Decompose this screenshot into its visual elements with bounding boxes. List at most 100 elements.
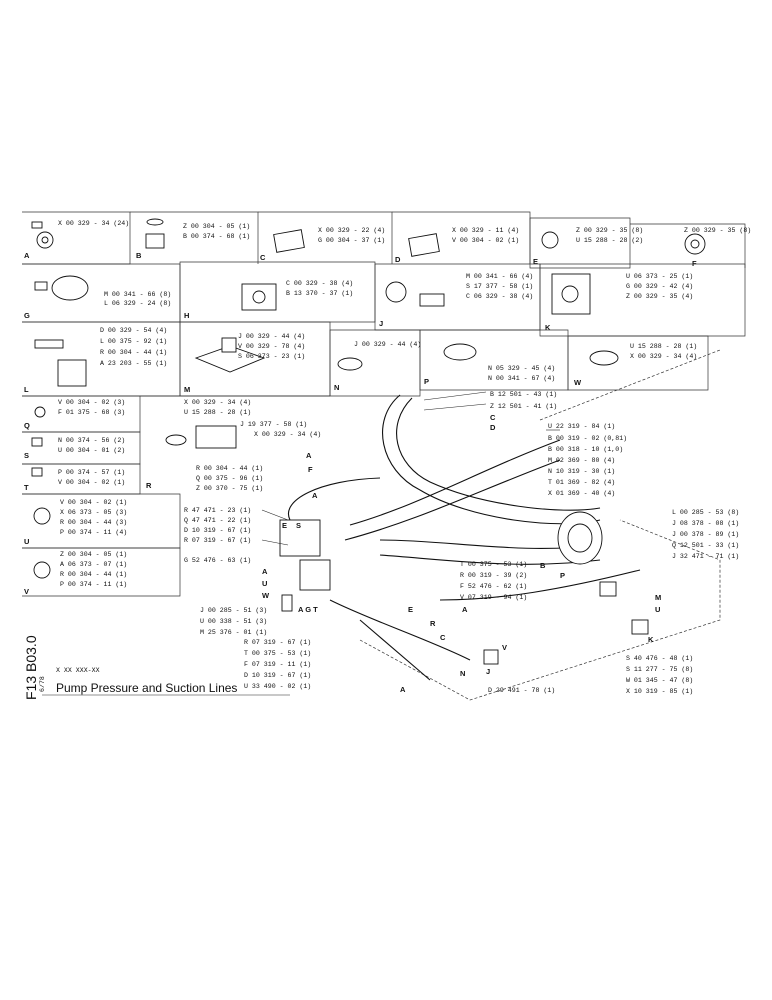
part-label: H (184, 311, 189, 320)
part-label: V 07 319 - 94 (1) (460, 594, 527, 601)
part-label: X 00 329 - 34 (4) (630, 353, 697, 360)
inset-M: J 00 329 - 44 (4) V 00 329 - 78 (4) S 06… (179, 321, 331, 397)
part-label: S 40 476 - 48 (1) (626, 655, 693, 662)
bottom-right-callouts: S 40 476 - 48 (1) S 11 277 - 75 (8) W 01… (626, 655, 693, 695)
part-label: R 07 319 - 67 (1) (184, 537, 251, 544)
part-label: M 02 369 - 80 (4) (548, 457, 615, 464)
inset-R: X 00 329 - 34 (4) U 15 288 - 28 (1) J 19… (140, 395, 330, 492)
part-label: M 00 341 - 66 (8) (104, 291, 171, 298)
part-label: X 00 329 - 34 (4) (184, 399, 251, 406)
part-label: F 07 319 - 11 (1) (244, 661, 311, 668)
title-block: Pump Pressure and Suction Lines F13 B03.… (23, 635, 290, 700)
lower-mid-callouts: R 07 319 - 67 (1) T 00 375 - 53 (1) F 07… (244, 639, 555, 694)
part-label: U 15 288 - 28 (1) (184, 409, 251, 416)
part-label: X 10 319 - 85 (1) (626, 688, 693, 695)
inset-H: C 00 329 - 38 (4) B 13 370 - 37 (1) H (179, 261, 376, 323)
part-label: V 00 304 - 02 (1) (60, 499, 127, 506)
left-callouts: A F A R 47 471 - 23 (1) Q 47 471 - 22 (1… (184, 451, 318, 600)
part-label: B 12 501 - 43 (1) (490, 391, 557, 398)
part-label: U 00 304 - 01 (2) (58, 447, 125, 454)
svg-text:V: V (502, 643, 507, 652)
part-label: N 00 374 - 56 (2) (58, 437, 125, 444)
svg-text:A: A (312, 491, 318, 500)
svg-text:A G T: A G T (298, 605, 318, 614)
svg-text:E: E (408, 605, 413, 614)
part-label: U 06 373 - 25 (1) (626, 273, 693, 280)
inset-F: Z 00 329 - 35 (8) F (630, 223, 751, 268)
part-label: B (136, 251, 142, 260)
inset-E: Z 00 329 - 35 (8) U 15 288 - 28 (2) E (529, 217, 643, 269)
right-callouts: B 12 501 - 43 (1) Z 12 501 - 41 (1) C D … (423, 391, 627, 497)
inset-letter: A (24, 251, 30, 260)
part-label: P 00 374 - 11 (4) (60, 529, 127, 536)
svg-text:S: S (296, 521, 301, 530)
inset-J: M 00 341 - 66 (4) S 17 377 - 58 (1) C 06… (374, 263, 541, 331)
part-label: W (574, 378, 582, 387)
part-label: R 07 319 - 67 (1) (244, 639, 311, 646)
part-label: M (184, 385, 190, 394)
inset-B: Z 00 304 - 05 (1) B 00 374 - 68 (1) B (130, 211, 259, 264)
part-label: C (260, 253, 266, 262)
part-label: E (533, 257, 538, 266)
svg-text:M: M (655, 593, 661, 602)
part-label: R 00 304 - 44 (1) (100, 349, 167, 356)
part-label: C 00 329 - 38 (4) (286, 280, 353, 287)
svg-text:N: N (460, 669, 465, 678)
part-label: T 00 375 - 53 (1) (460, 561, 527, 568)
svg-text:U: U (655, 605, 660, 614)
svg-text:A: A (262, 567, 268, 576)
part-label: S (24, 451, 29, 460)
part-label: M 25 376 - 01 (1) (200, 629, 267, 636)
part-label: L 00 285 - 53 (8) (672, 509, 739, 516)
svg-text:C: C (440, 633, 446, 642)
svg-text:A: A (462, 605, 468, 614)
part-label: J 00 285 - 51 (3) (200, 607, 267, 614)
inset-Q: V 00 304 - 02 (3) F 01 375 - 68 (3) Q (22, 395, 141, 433)
inset-C: X 00 329 - 22 (4) G 00 304 - 37 (1) C (258, 211, 393, 264)
part-label: X 06 373 - 05 (3) (60, 509, 127, 516)
part-label: B 00 319 - 02 (0,81) (548, 435, 627, 442)
part-label: Z 00 304 - 05 (1) (60, 551, 127, 558)
svg-text:C: C (490, 413, 496, 422)
part-label: K (545, 323, 551, 332)
part-label: D (395, 255, 401, 264)
part-label: Z 00 329 - 35 (8) (576, 227, 643, 234)
part-label: S 06 373 - 23 (1) (238, 353, 305, 360)
part-label: F 52 476 - 62 (1) (460, 583, 527, 590)
part-label: N (334, 383, 339, 392)
part-label: P (424, 377, 429, 386)
part-label: V 00 304 - 02 (3) (58, 399, 125, 406)
svg-text:W: W (262, 591, 270, 600)
inset-S: N 00 374 - 56 (2) U 00 304 - 01 (2) S (22, 431, 141, 465)
svg-text:D: D (490, 423, 496, 432)
part-label: G 00 304 - 37 (1) (318, 237, 385, 244)
part-label: A 23 203 - 55 (1) (100, 360, 167, 367)
main-assembly (279, 349, 721, 701)
doc-title: Pump Pressure and Suction Lines (56, 681, 237, 695)
part-label: N 10 319 - 30 (1) (548, 468, 615, 475)
part-label: J 00 378 - 89 (1) (672, 531, 739, 538)
part-label: S 11 277 - 75 (8) (626, 666, 693, 673)
part-label: V 00 304 - 02 (1) (58, 479, 125, 486)
mid-callouts: T 00 375 - 53 (1) R 00 319 - 39 (2) F 52… (408, 561, 565, 678)
part-label: V (24, 587, 29, 596)
part-label: D 10 319 - 67 (1) (184, 527, 251, 534)
part-label: B 13 370 - 37 (1) (286, 290, 353, 297)
part-label: R 00 304 - 44 (1) (60, 571, 127, 578)
inset-P: N 05 329 - 45 (4) N 00 341 - 67 (4) P (419, 329, 569, 391)
inset-K: U 06 373 - 25 (1) G 00 329 - 42 (4) Z 00… (539, 263, 746, 337)
label: X 00 329 - 34 (24) (58, 220, 129, 227)
part-label: R (146, 481, 152, 490)
inset-N: J 00 329 - 44 (4) N (329, 329, 421, 397)
part-label: U 00 338 - 51 (3) (200, 618, 267, 625)
part-label: X 00 329 - 22 (4) (318, 227, 385, 234)
svg-text:A: A (306, 451, 312, 460)
inset-U: V 00 304 - 02 (1) X 06 373 - 05 (3) R 00… (22, 493, 181, 549)
part-label: D 10 319 - 67 (1) (244, 672, 311, 679)
svg-text:F: F (308, 465, 313, 474)
part-label: F 01 375 - 68 (3) (58, 409, 125, 416)
part-label: F (692, 259, 697, 268)
part-label: T 00 375 - 53 (1) (244, 650, 311, 657)
part-label: U 33 490 - 02 (1) (244, 683, 311, 690)
svg-text:A: A (400, 685, 406, 694)
